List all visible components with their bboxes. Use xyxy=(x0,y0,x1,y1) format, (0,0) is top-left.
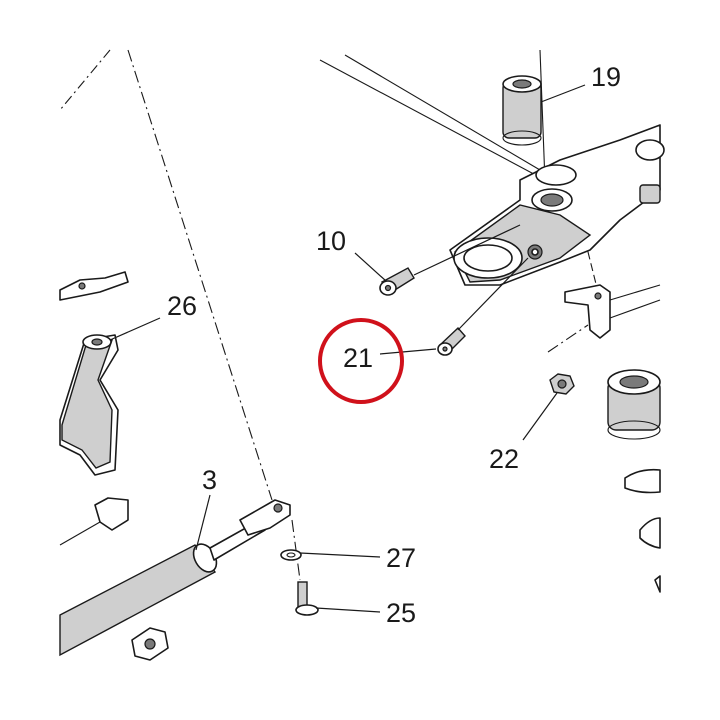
part-label-26: 26 xyxy=(167,291,197,321)
leader-lines xyxy=(109,84,586,613)
part-labels: 19 10 26 21 22 3 27 25 xyxy=(167,62,621,628)
steering-damper-part-3 xyxy=(59,499,291,661)
small-clip xyxy=(59,497,129,546)
part-label-19: 19 xyxy=(591,62,621,92)
part-label-25: 25 xyxy=(386,598,416,628)
part-label-3: 3 xyxy=(202,465,217,495)
bolt-part-21 xyxy=(437,326,466,356)
part-label-27: 27 xyxy=(386,543,416,573)
axis-lines xyxy=(59,49,601,581)
bolt-part-10 xyxy=(379,267,415,296)
bushing-part-19 xyxy=(502,75,542,146)
bracket-part-26 xyxy=(59,271,129,476)
part-label-21: 21 xyxy=(343,343,373,373)
top-yoke xyxy=(449,124,665,286)
mounting-bracket xyxy=(564,284,661,339)
nut-part-22 xyxy=(549,373,575,395)
highlight-circle xyxy=(318,318,404,404)
steering-bearing xyxy=(607,369,661,593)
screw-part-25 xyxy=(295,581,319,616)
part-label-10: 10 xyxy=(316,226,346,256)
part-label-22: 22 xyxy=(489,444,519,474)
washer-part-27 xyxy=(280,549,302,561)
